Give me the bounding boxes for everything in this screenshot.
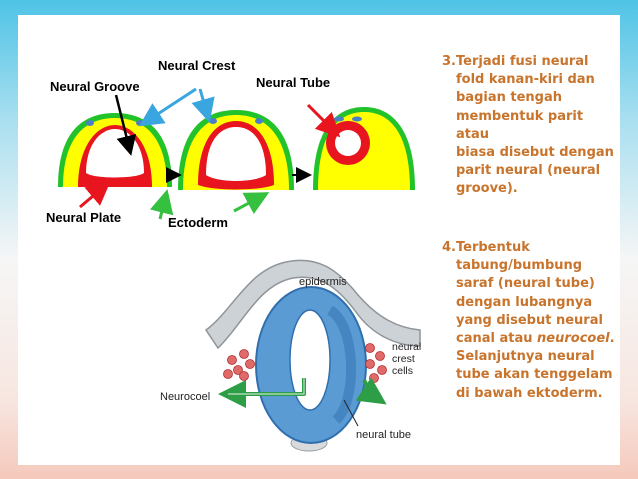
neurocoel-term: neurocoel [537,331,610,347]
ectoderm-pointer-1 [149,189,174,220]
neural-groove-pointer [114,94,137,156]
point-3-line: Terjadi fusi neural [456,54,589,69]
label-neural-crest-cells-1: neural [392,341,421,353]
point-4-line: di bawah ektoderm. [456,385,603,401]
label-neural-crest-cells-3: cells [392,365,413,377]
point-3-line: membentuk parit atau [456,108,584,142]
label-epidermis: epidermis [299,276,347,288]
label-neural-groove: Neural Groove [50,79,140,94]
point-4-line: canal atau neurocoel. [456,330,617,348]
neural-tube-pointer [306,103,341,138]
point-3-line: biasa disebut dengan [456,145,614,161]
neural-crest-cells-left [223,349,255,381]
point-3-line: groove). [456,181,518,197]
stage-3-neural-tube [313,107,415,190]
epidermis [204,259,421,350]
neural-crest-cells-right [365,343,387,383]
point-3-line: parit neural (neural [456,163,601,179]
slide: Neural Groove Neural Crest Neural Tube N… [18,15,620,465]
neurulation-stages-diagram: Neural Groove Neural Crest Neural Tube N… [46,58,415,230]
neural-crest-pointer-1 [138,87,197,127]
point-3-line: fold kanan-kiri dan [456,72,595,88]
point-4-line: saraf (neural tube) [456,276,595,292]
point-3-line: bagian tengah [456,90,563,106]
point-4-number: 4. [442,240,456,255]
point-4-line: Selanjutnya neural [456,349,595,365]
ectoderm-pointer-2 [233,192,270,215]
point-4-line-suffix: . [609,331,615,347]
point-3: 3. Terjadi fusi neural fold kanan-kiri d… [442,53,617,199]
point-4-line: yang disebut neural [456,312,603,328]
neural-tube-cross-section: epidermis neural crest cells Neurocoel [160,259,421,452]
point-4-line-text: canal atau [456,331,538,347]
label-neural-crest: Neural Crest [158,58,236,73]
point-4-line: tube akan tenggelam [456,367,613,383]
point-4: 4. Terbentuk tabung/bumbung saraf (neura… [442,239,617,403]
label-neural-crest-cells-2: crest [392,353,415,365]
label-neural-tube-bottom: neural tube [356,429,411,441]
point-4-line: tabung/bumbung [456,258,583,274]
neural-plate-pointer [79,181,111,209]
neural-crest-pointer-2 [191,88,215,123]
stage-1-neural-groove [58,113,172,187]
label-neural-tube: Neural Tube [256,75,330,90]
label-neurocoel: Neurocoel [160,391,210,403]
stage-2-neural-folds [178,110,294,190]
point-4-line: dengan lubangnya [456,294,593,310]
point-3-number: 3. [442,54,456,69]
label-neural-plate: Neural Plate [46,210,121,225]
point-4-line: Terbentuk [456,240,530,255]
crest-migration-arrow [355,377,387,405]
label-ectoderm: Ectoderm [168,215,228,230]
neural-tube [255,286,367,444]
